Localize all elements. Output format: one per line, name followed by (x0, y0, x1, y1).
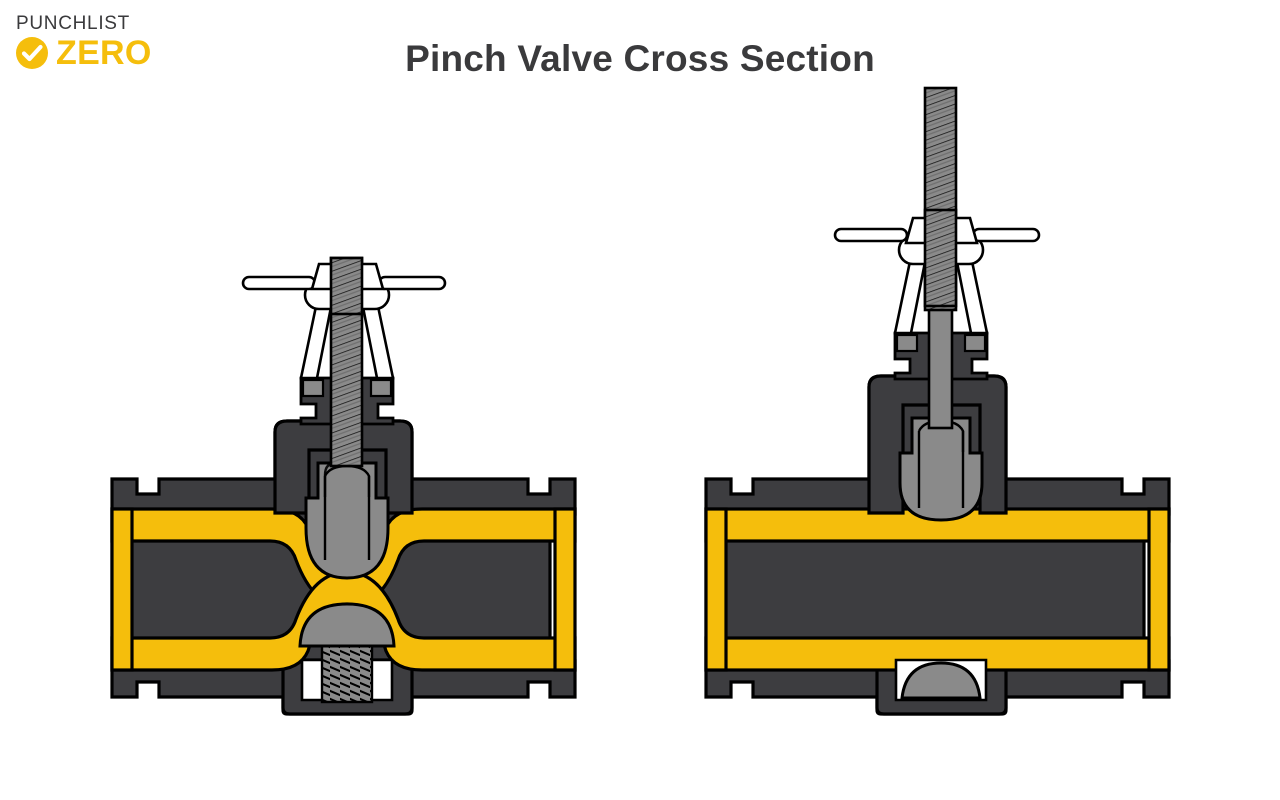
brand-wordmark-punchlist: PUNCHLIST (16, 13, 130, 34)
right-handle-arm-left[interactable] (833, 227, 909, 243)
left-upper-pinch-bar (304, 461, 390, 580)
left-upper-pinch-bar-shape (304, 461, 390, 580)
left-valve-closed (110, 256, 577, 716)
check-circle-icon (15, 36, 49, 70)
left-sleeve-flange-lip-left (110, 507, 134, 672)
right-gland-packing-right (963, 333, 987, 353)
right-stem-through-handle (923, 208, 958, 308)
right-handle-arm-right[interactable] (971, 227, 1041, 243)
right-lower-pinch-bar (894, 658, 988, 702)
right-smooth-stem (927, 298, 954, 430)
page-title: Pinch Valve Cross Section (405, 38, 875, 79)
brand-logo-bottom-row: ZERO (15, 36, 214, 70)
right-sleeve-flange-lip-left (704, 507, 728, 672)
brand-wordmark-zero: ZERO (56, 34, 152, 72)
left-lower-pinch-bar-head (298, 602, 396, 648)
left-yoke (299, 290, 395, 380)
left-stem-through-handle (329, 256, 364, 316)
right-valve-open (704, 86, 1171, 716)
right-sleeve-flange-lip-right (1147, 507, 1171, 672)
brand-logo: PUNCHLIST ZERO (14, 14, 214, 84)
right-gland-packing-left (895, 333, 919, 353)
left-gland-packing-right (369, 378, 393, 398)
left-sleeve-flange-lip-right (553, 507, 577, 672)
left-handle-arm-left[interactable] (241, 275, 317, 291)
left-tee-handle[interactable] (241, 256, 447, 316)
right-upper-pinch-bar-shape (898, 416, 984, 522)
left-lower-pinch-bar (298, 602, 396, 704)
right-upper-pinch-bar (898, 416, 984, 522)
left-gland-packing-left (301, 378, 325, 398)
left-handle-arm-right[interactable] (377, 275, 447, 291)
right-lower-pinch-bar-head (900, 661, 982, 700)
right-tee-handle[interactable] (833, 208, 1041, 308)
